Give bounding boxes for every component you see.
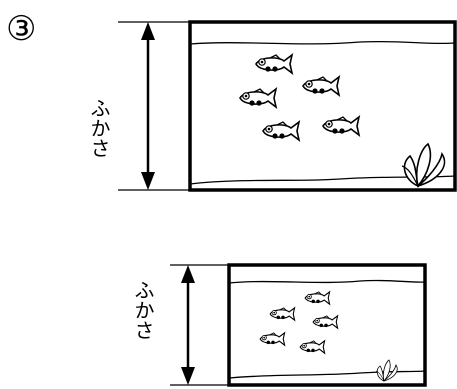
water-surface xyxy=(189,40,456,45)
fish-icon xyxy=(299,340,326,354)
fish-icon xyxy=(239,88,277,108)
depth-label: ふかさ xyxy=(87,98,111,158)
tank-frame xyxy=(227,263,427,387)
tank-deep: ふかさ xyxy=(87,20,457,192)
depth-label: ふかさ xyxy=(131,280,155,340)
double-headed-arrow-icon xyxy=(181,265,195,385)
fish-icon xyxy=(322,116,360,136)
water-plant-icon xyxy=(401,143,446,187)
fish-icon xyxy=(304,291,331,305)
fish-icon xyxy=(262,121,300,141)
tank-shallow: ふかさ xyxy=(131,263,427,387)
double-headed-arrow-icon xyxy=(141,22,155,190)
tank-frame xyxy=(188,20,457,192)
fish-icon xyxy=(312,315,339,329)
fish-icon xyxy=(255,54,293,74)
fish-icon xyxy=(269,307,296,321)
water-surface xyxy=(228,279,426,284)
question-number-label: ③ xyxy=(6,9,36,49)
water-plant-icon xyxy=(375,359,398,382)
fish-icon xyxy=(302,76,340,96)
fish-icon xyxy=(259,332,286,346)
tank-floor-line xyxy=(228,370,426,379)
